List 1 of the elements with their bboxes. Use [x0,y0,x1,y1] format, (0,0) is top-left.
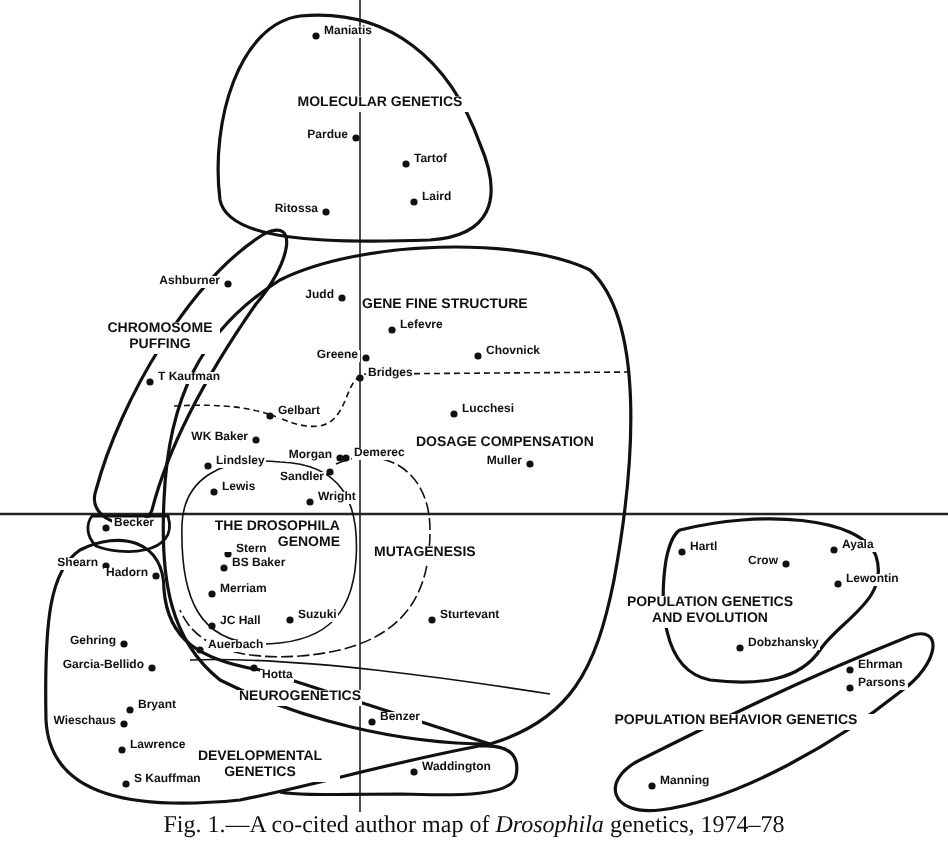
figure-caption: Fig. 1.—A co-cited author map of Drosophila genetics, 1974–78 [161,810,787,840]
